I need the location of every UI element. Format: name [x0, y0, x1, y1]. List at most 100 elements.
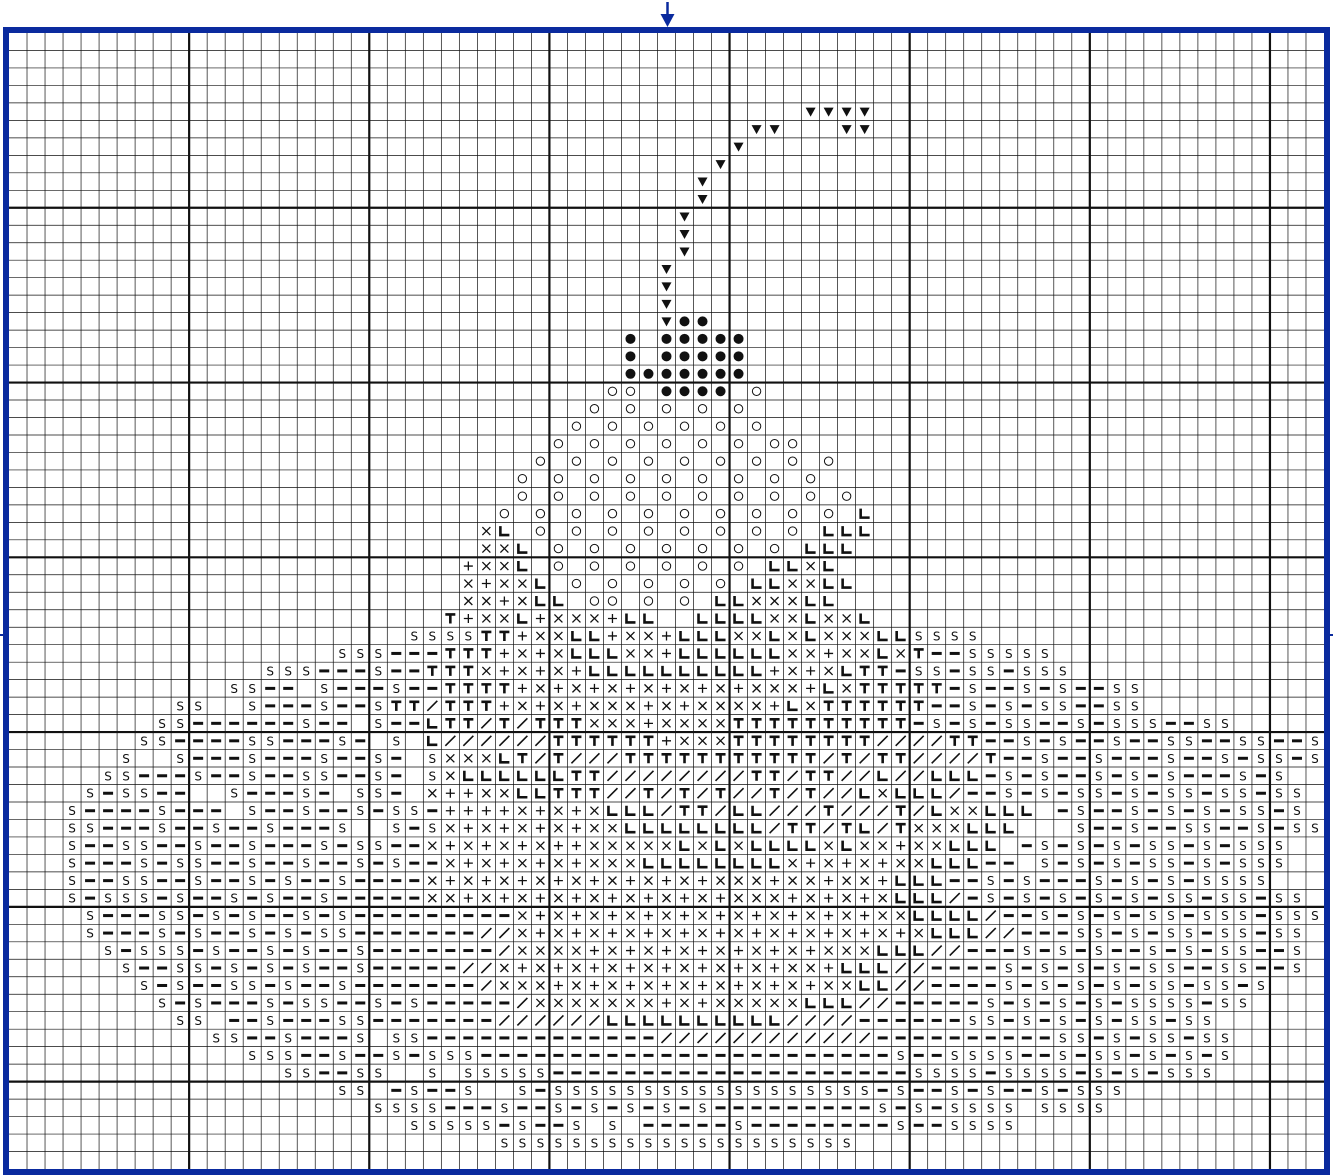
bold-L-stitch [518, 561, 527, 570]
plus-stitch [464, 562, 473, 571]
short-bar-stitch [770, 1124, 780, 1127]
cross-x-stitch [663, 894, 671, 902]
cross-x-stitch [518, 667, 526, 675]
slash-stitch [481, 980, 491, 990]
short-bar-stitch [391, 792, 401, 795]
slash-stitch [716, 806, 726, 816]
short-bar-stitch [193, 984, 203, 987]
letter-S-stitch: S [248, 769, 256, 783]
cross-x-stitch [789, 877, 797, 885]
short-bar-stitch [607, 1054, 617, 1057]
letter-S-stitch: S [194, 874, 202, 888]
letter-S-stitch: S [176, 979, 184, 993]
cross-x-stitch [482, 667, 490, 675]
cross-x-stitch [843, 912, 851, 920]
plus-stitch [806, 859, 815, 868]
bold-T-stitch [481, 649, 491, 658]
short-bar-stitch [337, 897, 347, 900]
plus-stitch [572, 666, 581, 675]
slash-stitch [734, 1033, 744, 1043]
letter-S-stitch: S [320, 839, 328, 853]
bold-T-stitch [842, 824, 852, 833]
letter-S-stitch: S [248, 804, 256, 818]
bold-T-stitch [427, 667, 437, 676]
short-bar-stitch [355, 704, 365, 707]
letter-S-stitch: S [969, 717, 977, 731]
short-bar-stitch [625, 1054, 635, 1057]
cross-x-stitch [861, 877, 869, 885]
cross-x-stitch [735, 702, 743, 710]
bold-L-stitch [753, 613, 762, 622]
bold-L-stitch [843, 544, 852, 553]
short-bar-stitch [337, 722, 347, 725]
bold-T-stitch [950, 737, 960, 746]
short-bar-stitch [283, 1019, 293, 1022]
letter-S-stitch: S [735, 1084, 743, 1098]
short-bar-stitch [643, 1054, 653, 1057]
plus-stitch [698, 998, 707, 1007]
cross-x-stitch [590, 912, 598, 920]
short-bar-stitch [409, 1019, 419, 1022]
slash-stitch [860, 1033, 870, 1043]
plus-stitch [824, 876, 833, 885]
short-bar-stitch [1112, 1001, 1122, 1004]
bold-L-stitch [861, 980, 870, 989]
short-bar-stitch [914, 1019, 924, 1022]
letter-S-stitch: S [933, 1066, 941, 1080]
letter-S-stitch: S [573, 1136, 581, 1150]
letter-S-stitch: S [861, 1084, 869, 1098]
bold-L-stitch [1005, 823, 1014, 832]
letter-S-stitch: S [194, 927, 202, 941]
cross-x-stitch [644, 649, 652, 657]
bold-T-stitch [824, 702, 834, 711]
short-bar-stitch [680, 1054, 690, 1057]
short-bar-stitch [1076, 897, 1086, 900]
open-circle-stitch [752, 422, 760, 430]
letter-S-stitch: S [1167, 769, 1175, 783]
short-bar-stitch [175, 809, 185, 812]
cross-x-stitch [681, 684, 689, 692]
letter-S-stitch: S [1077, 857, 1085, 871]
short-bar-stitch [463, 1106, 473, 1109]
cross-x-stitch [446, 772, 454, 780]
short-bar-stitch [409, 669, 419, 672]
bold-T-stitch [824, 737, 834, 746]
filled-triangle-down-stitch [662, 300, 672, 309]
bold-T-stitch [806, 737, 816, 746]
short-bar-stitch [1040, 722, 1050, 725]
plus-stitch [500, 806, 509, 815]
open-circle-stitch [626, 544, 634, 552]
bold-T-stitch [860, 667, 870, 676]
letter-S-stitch: S [897, 1084, 905, 1098]
letter-S-stitch: S [1059, 1031, 1067, 1045]
letter-S-stitch: S [465, 1066, 473, 1080]
short-bar-stitch [283, 897, 293, 900]
plus-stitch [536, 824, 545, 833]
letter-S-stitch: S [356, 804, 364, 818]
short-bar-stitch [1004, 1036, 1014, 1039]
short-bar-stitch [391, 652, 401, 655]
short-bar-stitch [986, 722, 996, 725]
bold-T-stitch [752, 737, 762, 746]
short-bar-stitch [355, 757, 365, 760]
short-bar-stitch [932, 1106, 942, 1109]
plus-stitch [662, 649, 671, 658]
bold-L-stitch [861, 509, 870, 518]
letter-S-stitch: S [1167, 857, 1175, 871]
short-bar-stitch [409, 949, 419, 952]
open-circle-stitch [608, 509, 616, 517]
short-bar-stitch [1094, 862, 1104, 865]
short-bar-stitch [1256, 792, 1266, 795]
bold-T-stitch [391, 702, 401, 711]
plus-stitch [464, 824, 473, 833]
large-filled-dot-stitch [680, 351, 690, 361]
bold-L-stitch [735, 648, 744, 657]
short-bar-stitch [337, 757, 347, 760]
bold-L-stitch [681, 666, 690, 675]
letter-S-stitch: S [1131, 927, 1139, 941]
short-bar-stitch [824, 1071, 834, 1074]
short-bar-stitch [445, 984, 455, 987]
letter-S-stitch: S [320, 996, 328, 1010]
letter-S-stitch: S [699, 1084, 707, 1098]
cross-x-stitch [482, 859, 490, 867]
